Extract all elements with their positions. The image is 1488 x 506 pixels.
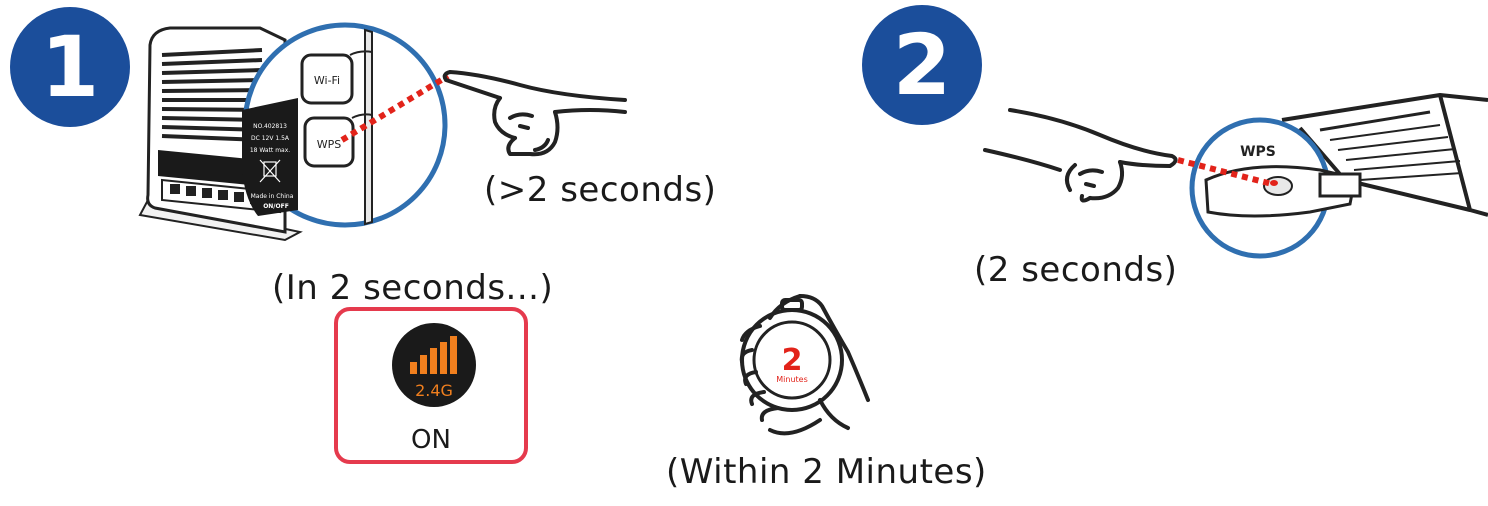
timer-unit: Minutes bbox=[776, 375, 808, 384]
wifi-button[interactable] bbox=[300, 53, 354, 105]
pointing-hand-icon bbox=[442, 70, 627, 157]
sticker-rating: DC 12V 1.5A bbox=[251, 135, 290, 142]
wps-button-label: WPS bbox=[317, 138, 342, 151]
adapter-press-signal-line bbox=[1177, 157, 1273, 187]
sticker-model: NO.402813 bbox=[253, 123, 287, 130]
sticker-origin: Made in China bbox=[251, 193, 294, 200]
step-1-number: 1 bbox=[41, 18, 99, 116]
weee-bin-icon bbox=[259, 159, 281, 183]
stopwatch-hand-icon bbox=[739, 294, 870, 436]
pointing-hand-icon-2 bbox=[983, 108, 1178, 203]
timer-value: 2 bbox=[782, 343, 803, 378]
wps-button[interactable] bbox=[303, 116, 355, 168]
step-2-badge: 2 bbox=[862, 5, 982, 125]
indicator-caption: (In 2 seconds...) bbox=[272, 268, 554, 308]
wps-press-signal-line bbox=[340, 73, 450, 143]
indicator-panel: 2.4G ON bbox=[334, 307, 528, 464]
step-1-badge: 1 bbox=[10, 7, 130, 127]
sticker-power: 18 Watt max. bbox=[250, 147, 290, 154]
signal-bars-icon bbox=[410, 336, 457, 374]
step-2-number: 2 bbox=[893, 16, 951, 114]
adapter-wps-label: WPS bbox=[1240, 144, 1276, 160]
band-label: 2.4G bbox=[415, 381, 453, 400]
step-2-caption: (2 seconds) bbox=[974, 250, 1178, 290]
timer-caption: (Within 2 Minutes) bbox=[666, 452, 987, 492]
wps-adapter-zoom bbox=[1189, 117, 1362, 259]
router-button-zoom bbox=[242, 22, 448, 228]
wifi-button-label: Wi-Fi bbox=[314, 74, 340, 87]
sticker-switch: ON/OFF bbox=[263, 203, 289, 210]
step-1-caption: (>2 seconds) bbox=[484, 170, 717, 210]
indicator-state: ON bbox=[411, 425, 451, 455]
